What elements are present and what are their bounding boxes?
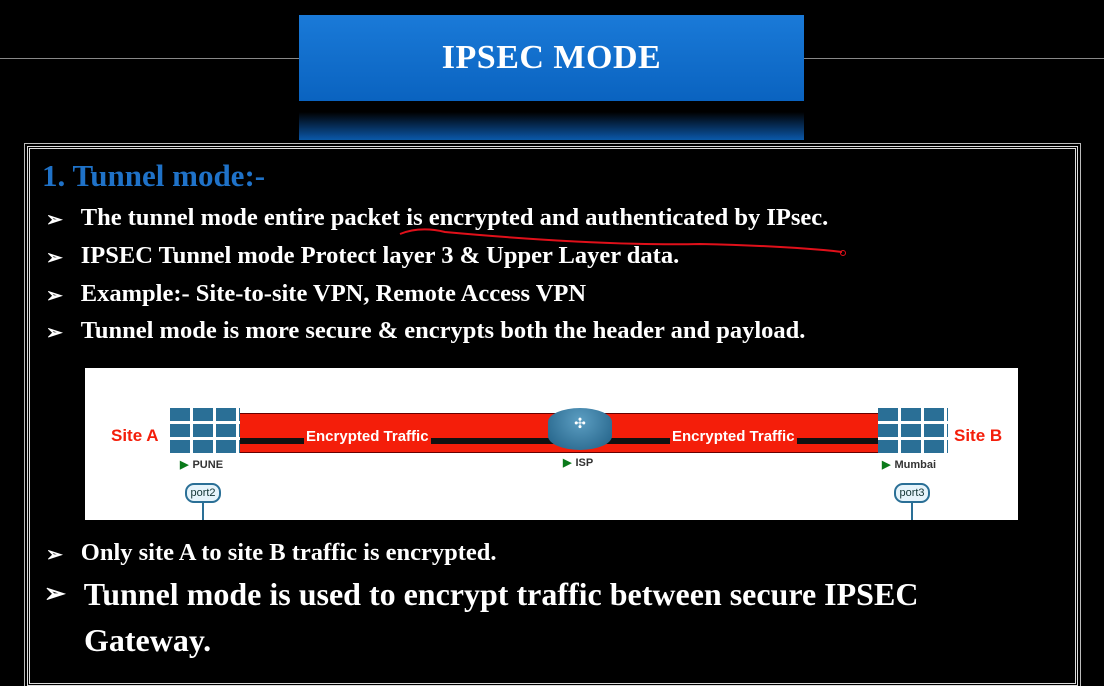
port-line bbox=[911, 503, 913, 520]
tunnel-diagram: Site A Encrypted Traffic Encrypted Traff… bbox=[85, 368, 1018, 520]
arrowhead-bullet-icon: ➢ bbox=[44, 579, 66, 608]
bullet-text: The tunnel mode entire packet is encrypt… bbox=[80, 204, 829, 231]
arrowhead-bullet-icon: ➢ bbox=[46, 209, 63, 231]
section-heading: 1. Tunnel mode:- bbox=[42, 158, 266, 193]
bullet-text: Gateway. bbox=[84, 622, 212, 658]
bullet-text: IPSEC Tunnel mode Protect layer 3 & Uppe… bbox=[80, 242, 680, 269]
node-label: PUNE bbox=[192, 459, 224, 471]
port-line bbox=[202, 503, 204, 520]
router-icon: ✣ bbox=[548, 408, 612, 450]
node-pune: ▶PUNE bbox=[180, 459, 224, 471]
traffic-label: Encrypted Traffic bbox=[304, 428, 431, 445]
firewall-icon bbox=[878, 406, 948, 453]
bullet: ➢ IPSEC Tunnel mode Protect layer 3 & Upp… bbox=[46, 242, 679, 270]
site-a-label: Site A bbox=[111, 426, 159, 445]
firewall-icon bbox=[170, 406, 240, 453]
arrowhead-bullet-icon: ➢ bbox=[46, 285, 63, 307]
bullet: ➢ Tunnel mode is more secure & encrypts b… bbox=[46, 317, 805, 345]
node-mumbai: ▶Mumbai bbox=[882, 459, 937, 471]
node-label: ISP bbox=[575, 457, 594, 469]
node-isp: ▶ISP bbox=[563, 457, 594, 469]
bullet-text: Example:- Site-to-site VPN, Remote Acces… bbox=[80, 280, 587, 307]
bullet: ➢ Example:- Site-to-site VPN, Remote Acce… bbox=[46, 280, 586, 308]
bullet: ➢ Only site A to site B traffic is encryp… bbox=[46, 539, 497, 567]
node-label: Mumbai bbox=[894, 459, 937, 471]
arrowhead-bullet-icon: ➢ bbox=[46, 247, 63, 269]
title-reflection bbox=[299, 112, 804, 140]
bullet-continuation: Gateway. bbox=[84, 622, 211, 659]
site-b-label: Site B bbox=[954, 426, 1003, 445]
port-badge: port2 bbox=[185, 483, 221, 503]
bullet: ➢ The tunnel mode entire packet is encryp… bbox=[46, 204, 828, 232]
bullet-text: Tunnel mode is more secure & encrypts bo… bbox=[80, 317, 806, 344]
bullet-text: Tunnel mode is used to encrypt traffic b… bbox=[83, 576, 919, 612]
traffic-label: Encrypted Traffic bbox=[670, 428, 797, 445]
bullet-text: Only site A to site B traffic is encrypt… bbox=[80, 539, 497, 566]
arrowhead-bullet-icon: ➢ bbox=[46, 544, 63, 566]
bullet: ➢ Tunnel mode is used to encrypt traffic … bbox=[44, 576, 918, 613]
port-badge: port3 bbox=[894, 483, 930, 503]
arrowhead-bullet-icon: ➢ bbox=[46, 322, 63, 344]
slide-title: IPSEC MODE bbox=[299, 15, 804, 101]
